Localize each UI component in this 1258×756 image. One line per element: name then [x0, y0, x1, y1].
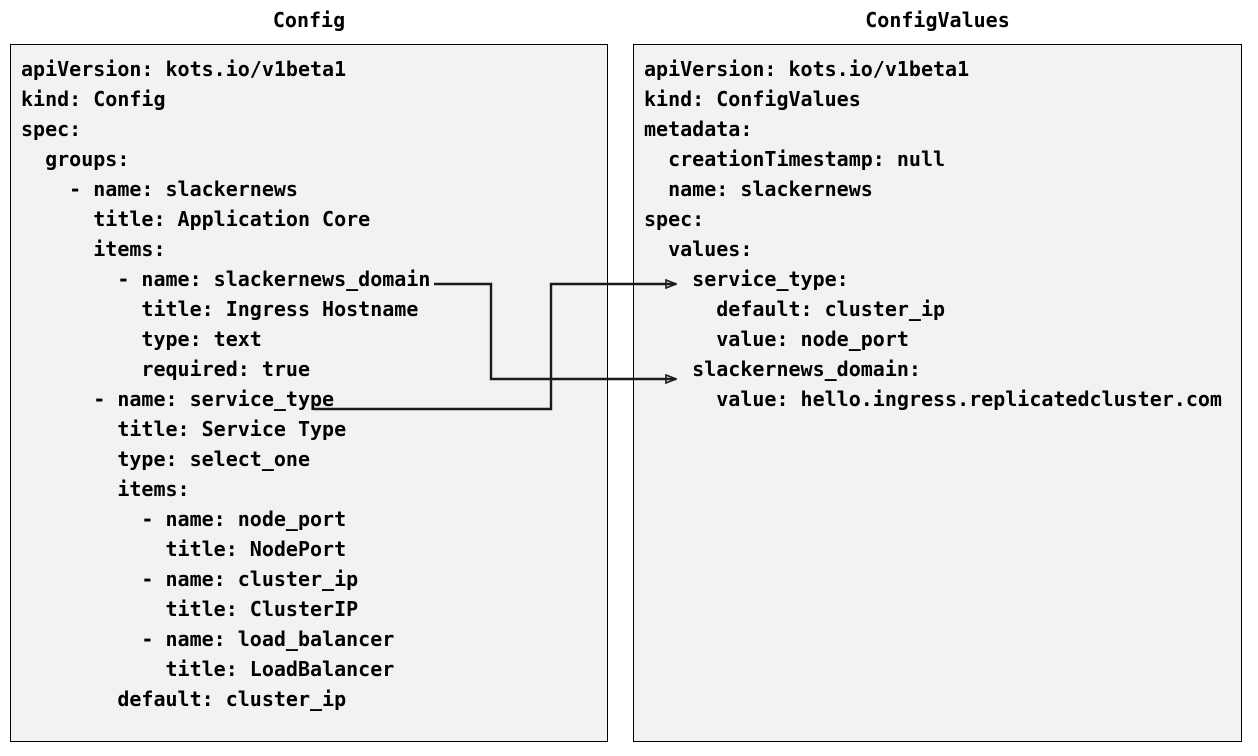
configvalues-yaml-panel: apiVersion: kots.io/v1beta1 kind: Config…	[633, 44, 1242, 742]
config-yaml-text: apiVersion: kots.io/v1beta1 kind: Config…	[21, 57, 431, 711]
configvalues-panel-title: ConfigValues	[865, 8, 1010, 32]
config-panel-title: Config	[272, 8, 346, 32]
config-yaml-panel: apiVersion: kots.io/v1beta1 kind: Config…	[10, 44, 608, 742]
configvalues-yaml-text: apiVersion: kots.io/v1beta1 kind: Config…	[644, 57, 1222, 411]
